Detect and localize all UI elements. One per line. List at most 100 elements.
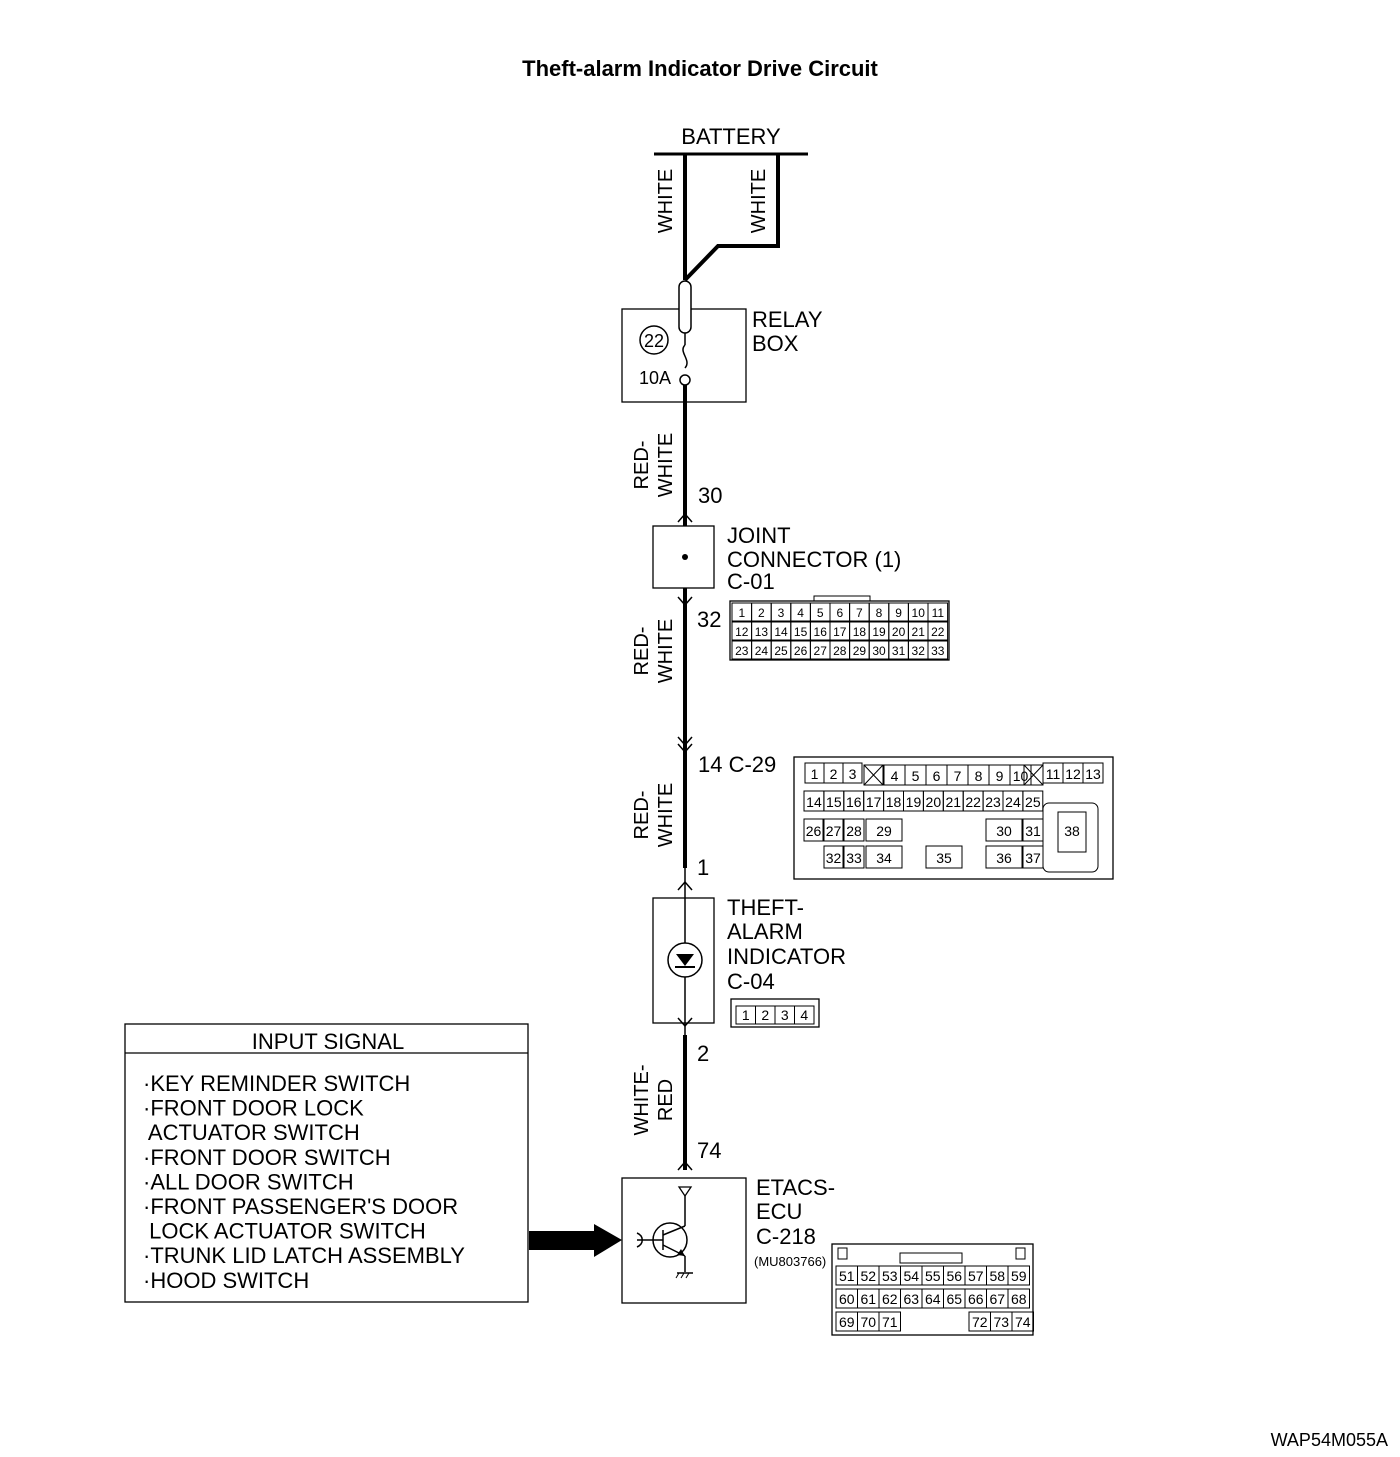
- c29-label: 14 C-29: [698, 752, 776, 777]
- pin-number: 36: [996, 850, 1012, 866]
- pin-number: 8: [876, 606, 883, 620]
- ecu-label-2: ECU: [756, 1199, 802, 1224]
- pin-number: 3: [849, 766, 857, 782]
- pin-cell: [878, 1311, 901, 1332]
- pin-number: 29: [853, 644, 867, 658]
- relay-box-label-2: BOX: [752, 331, 799, 356]
- pin-number: 21: [912, 625, 926, 639]
- pin-number: 2: [758, 606, 765, 620]
- pin-number: 37: [1025, 850, 1041, 866]
- ecu-connector-id: C-218: [756, 1224, 816, 1249]
- pin-number: 20: [892, 625, 906, 639]
- pin-cell: [1022, 845, 1044, 869]
- pin-cell: [1011, 1311, 1034, 1332]
- pin-cell: [823, 845, 844, 869]
- pin-number: 11: [932, 606, 945, 620]
- pin-number: 4: [797, 606, 804, 620]
- wire-color-ind-ecu-1: WHITE-: [631, 1064, 653, 1135]
- pin-number: 61: [860, 1291, 876, 1307]
- connector-arrow: [677, 512, 693, 523]
- connector-arrow: [677, 743, 693, 754]
- pin-number: 33: [846, 850, 862, 866]
- pin-number: 24: [755, 644, 769, 658]
- pin-number: 12: [1065, 766, 1081, 782]
- pin-number: 5: [817, 606, 824, 620]
- pin-number: 4: [800, 1007, 808, 1023]
- indicator-pin-in: 1: [697, 855, 709, 880]
- pin-number: 26: [794, 644, 808, 658]
- fuse-icon: [678, 280, 692, 334]
- joint-pin-out: 32: [697, 607, 721, 632]
- connector-arrow: [677, 1017, 693, 1028]
- pin-number: 8: [975, 768, 983, 784]
- pin-cell: [1007, 1288, 1030, 1309]
- signal-arrow-head-icon: [594, 1224, 622, 1257]
- pin-number: 62: [882, 1291, 898, 1307]
- pin-number: 65: [946, 1291, 962, 1307]
- pin-number: 1: [738, 606, 745, 620]
- pin-number: 31: [1025, 823, 1041, 839]
- joint-label-2: CONNECTOR (1): [727, 547, 901, 572]
- fuse-rating: 10A: [639, 368, 671, 388]
- pin-number: 10: [912, 606, 926, 620]
- wire-color-relay-joint-1: RED-: [631, 441, 653, 490]
- pin-number: 18: [853, 625, 867, 639]
- pin-number: 58: [989, 1268, 1005, 1284]
- pin-number: 17: [866, 794, 882, 810]
- pin-number: 18: [886, 794, 902, 810]
- pin-number: 13: [1085, 766, 1101, 782]
- indicator-connector-id: C-04: [727, 969, 775, 994]
- pin-number: 11: [1046, 766, 1061, 782]
- pin-number: 73: [993, 1314, 1009, 1330]
- pin-number: 63: [903, 1291, 919, 1307]
- signal-arrow-shaft: [529, 1231, 594, 1250]
- blank-cavity: [1023, 764, 1044, 786]
- input-signal-item: LOCK ACTUATOR SWITCH: [143, 1219, 426, 1244]
- wire-color-c29-ind-1: RED-: [631, 791, 653, 840]
- joint-connector-id: C-01: [727, 569, 775, 594]
- pin-number: 4: [891, 768, 899, 784]
- pin-number: 14: [806, 794, 822, 810]
- diagram-title: Theft-alarm Indicator Drive Circuit: [522, 56, 878, 81]
- indicator-label-3: INDICATOR: [727, 944, 846, 969]
- pin-cell: [927, 621, 949, 641]
- pin-number: 26: [806, 823, 822, 839]
- pin-number: 68: [1011, 1291, 1027, 1307]
- input-signal-item: ·HOOD SWITCH: [143, 1268, 309, 1293]
- pin-number: 21: [945, 794, 961, 810]
- joint-label-1: JOINT: [727, 523, 791, 548]
- pin-number: 67: [989, 1291, 1005, 1307]
- wire-color-battery-right: WHITE: [748, 169, 770, 233]
- pin-number: 60: [839, 1291, 855, 1307]
- pin-number: 52: [860, 1268, 876, 1284]
- fuse-number-circle: [639, 325, 669, 355]
- blank-cavity: [863, 764, 884, 786]
- pin-cell: [925, 845, 963, 869]
- pin-number: 24: [1005, 794, 1021, 810]
- pin-number: 66: [968, 1291, 984, 1307]
- pin-number: 15: [826, 794, 842, 810]
- input-signal-item: ·ALL DOOR SWITCH: [143, 1169, 354, 1194]
- pin-number: 6: [933, 768, 941, 784]
- pin-number: 6: [836, 606, 843, 620]
- pin-number: 1: [742, 1007, 750, 1023]
- pin-number: 57: [968, 1268, 984, 1284]
- figure-code: WAP54M055A: [1271, 1430, 1388, 1450]
- pin-number: 27: [826, 823, 842, 839]
- pin-number: 19: [872, 625, 886, 639]
- pin-cell: [843, 818, 865, 842]
- pin-number: 2: [830, 766, 838, 782]
- pin-number: 53: [882, 1268, 898, 1284]
- pin-number: 23: [735, 644, 749, 658]
- pin-cell: [843, 845, 865, 869]
- theft-alarm-indicator-box: [652, 868, 715, 1050]
- pin-number: 19: [906, 794, 922, 810]
- pin-number: 30: [996, 823, 1012, 839]
- pin-number: 29: [876, 823, 892, 839]
- wire-color-c29-ind-2: WHITE: [655, 783, 677, 847]
- input-signal-item: ACTUATOR SWITCH: [143, 1120, 360, 1145]
- pin-cell: [985, 845, 1023, 869]
- pin-number: 35: [936, 850, 952, 866]
